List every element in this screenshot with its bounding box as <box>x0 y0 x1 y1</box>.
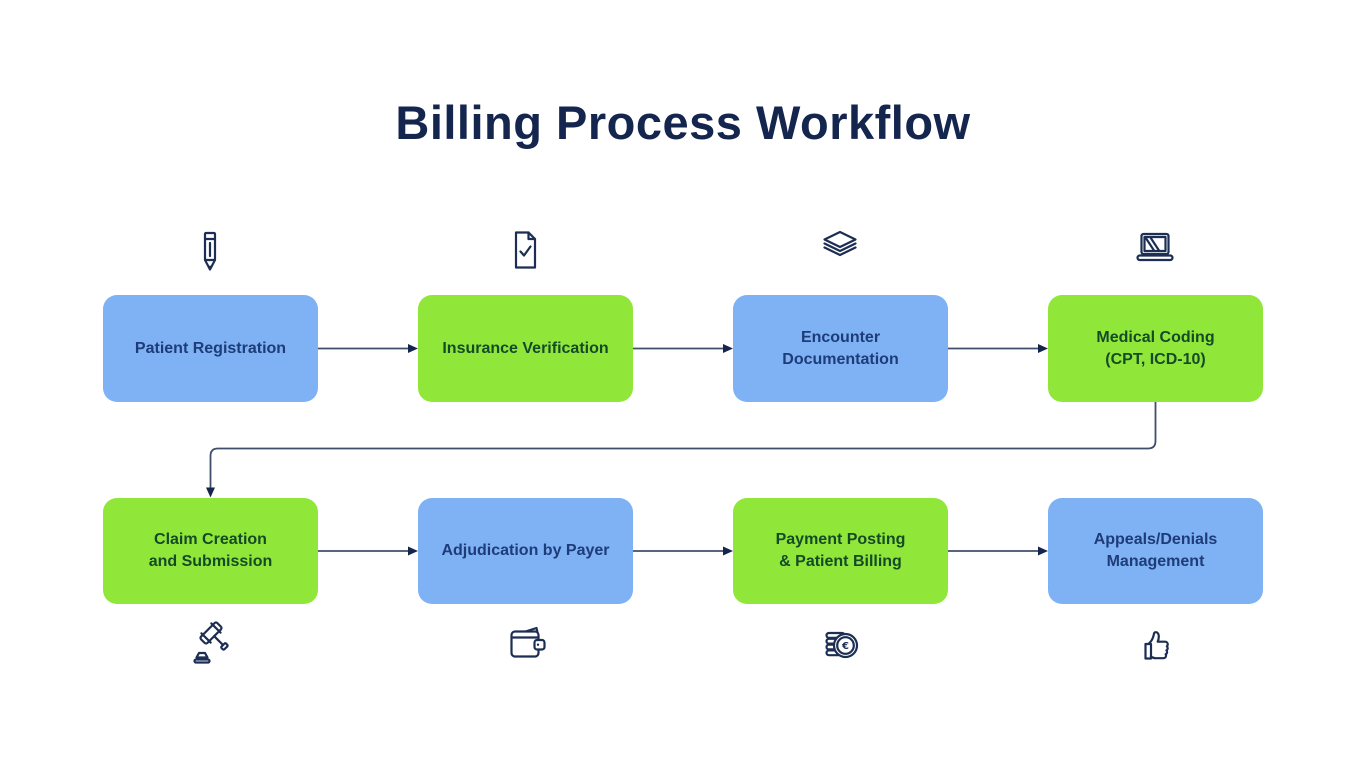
layers-icon <box>823 230 857 257</box>
pencil-icon <box>203 231 217 271</box>
node-label-line: Medical Coding <box>1096 328 1215 346</box>
arrowhead-icon <box>723 344 733 353</box>
arrowhead-icon <box>408 344 418 353</box>
document-check-icon <box>514 231 537 269</box>
node-label-line: Adjudication by Payer <box>441 542 610 559</box>
node-appeals-denials: Appeals/Denials Management <box>1048 498 1263 604</box>
arrowhead-icon <box>206 487 215 498</box>
node-insurance-verification: Insurance Verification <box>418 295 633 402</box>
node-payment-posting: Payment Posting & Patient Billing <box>733 498 948 604</box>
node-label-line: Payment Posting <box>775 531 906 548</box>
laptop-icon <box>1136 232 1174 262</box>
node-label-line: Patient Registration <box>134 339 287 357</box>
gavel-icon <box>193 621 229 664</box>
node-label-line: Claim Creation <box>154 531 267 548</box>
arrowhead-icon <box>1038 344 1048 353</box>
arrowhead-icon <box>723 546 733 556</box>
node-label-line: Documentation <box>782 350 899 368</box>
svg-text:€: € <box>841 641 849 652</box>
node-patient-registration: Patient Registration <box>103 295 318 402</box>
node-label-line: (CPT, ICD-10) <box>1105 350 1206 368</box>
arrowhead-icon <box>1038 546 1048 556</box>
node-label-line: and Submission <box>148 553 273 570</box>
node-label-line: Appeals/Denials <box>1093 531 1218 548</box>
node-label-line: Management <box>1106 553 1205 570</box>
thumbs-up-icon <box>1144 631 1169 660</box>
node-claim-creation: Claim Creation and Submission <box>103 498 318 604</box>
node-medical-coding: Medical Coding (CPT, ICD-10) <box>1048 295 1263 402</box>
wrap-connector-line <box>209 402 1157 488</box>
node-label-line: Encounter <box>800 328 881 346</box>
node-adjudication-by-payer: Adjudication by Payer <box>418 498 633 604</box>
coins-euro-icon: € <box>825 631 859 659</box>
arrowhead-icon <box>408 546 418 556</box>
page-title: Billing Process Workflow <box>395 96 971 149</box>
node-label-line: Insurance Verification <box>442 339 609 357</box>
node-label-line: & Patient Billing <box>779 553 902 570</box>
wallet-icon <box>510 626 546 658</box>
node-encounter-documentation: Encounter Documentation <box>733 295 948 402</box>
